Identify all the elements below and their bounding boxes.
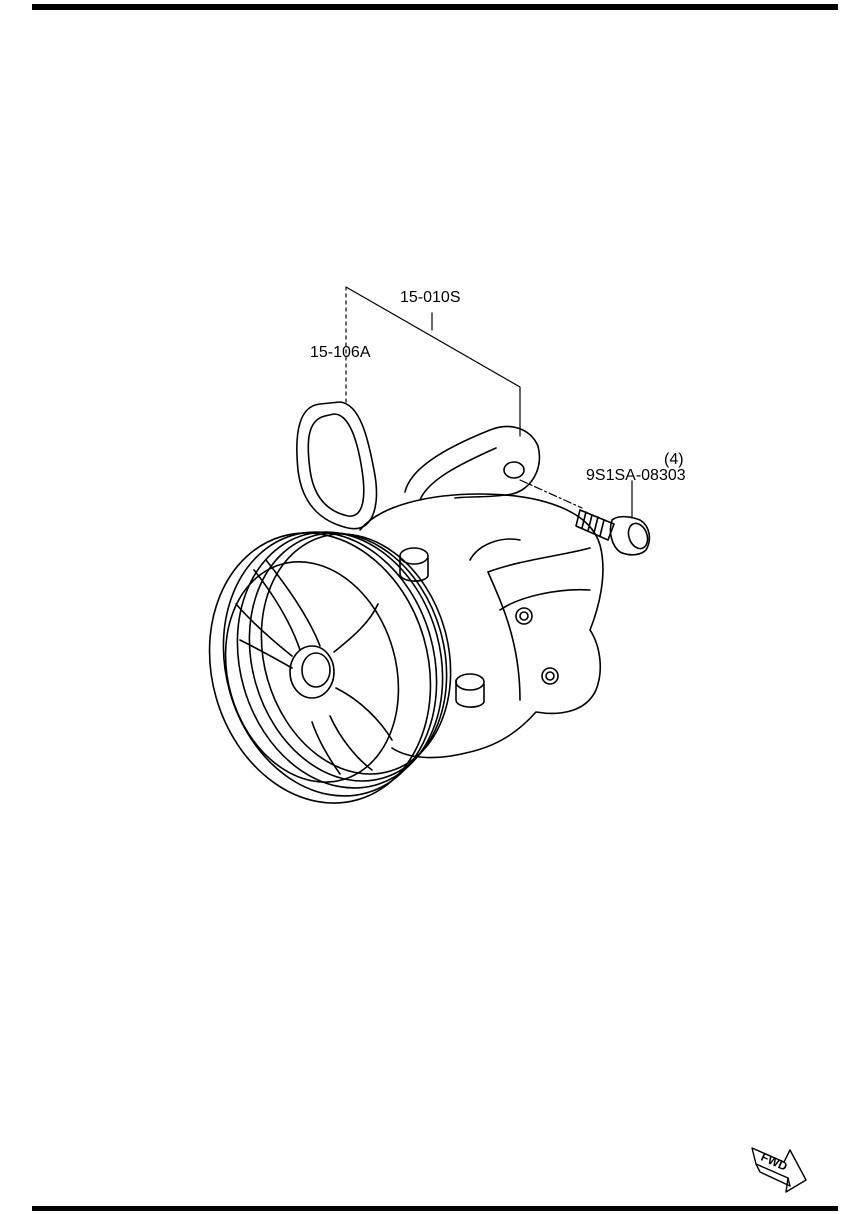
pulley-spokes — [235, 559, 393, 775]
label-part-pump-assembly: 15-010S — [400, 289, 461, 306]
label-part-bolt: 9S1SA-08303 — [586, 467, 686, 484]
oring-loop — [296, 401, 378, 530]
label-bolt-quantity: (4) — [664, 451, 684, 468]
forward-arrow-icon: FWD — [751, 1147, 807, 1193]
mounting-bracket — [404, 425, 541, 501]
leader-lines — [345, 286, 633, 519]
bolt — [575, 509, 651, 556]
pulley — [208, 531, 452, 804]
body-studs — [399, 547, 485, 708]
top-border-rule — [32, 4, 838, 10]
label-part-oring: 15-106A — [310, 344, 371, 361]
bottom-border-rule — [32, 1206, 838, 1211]
pump-body — [359, 493, 604, 759]
fwd-label: FWD — [759, 1150, 790, 1174]
